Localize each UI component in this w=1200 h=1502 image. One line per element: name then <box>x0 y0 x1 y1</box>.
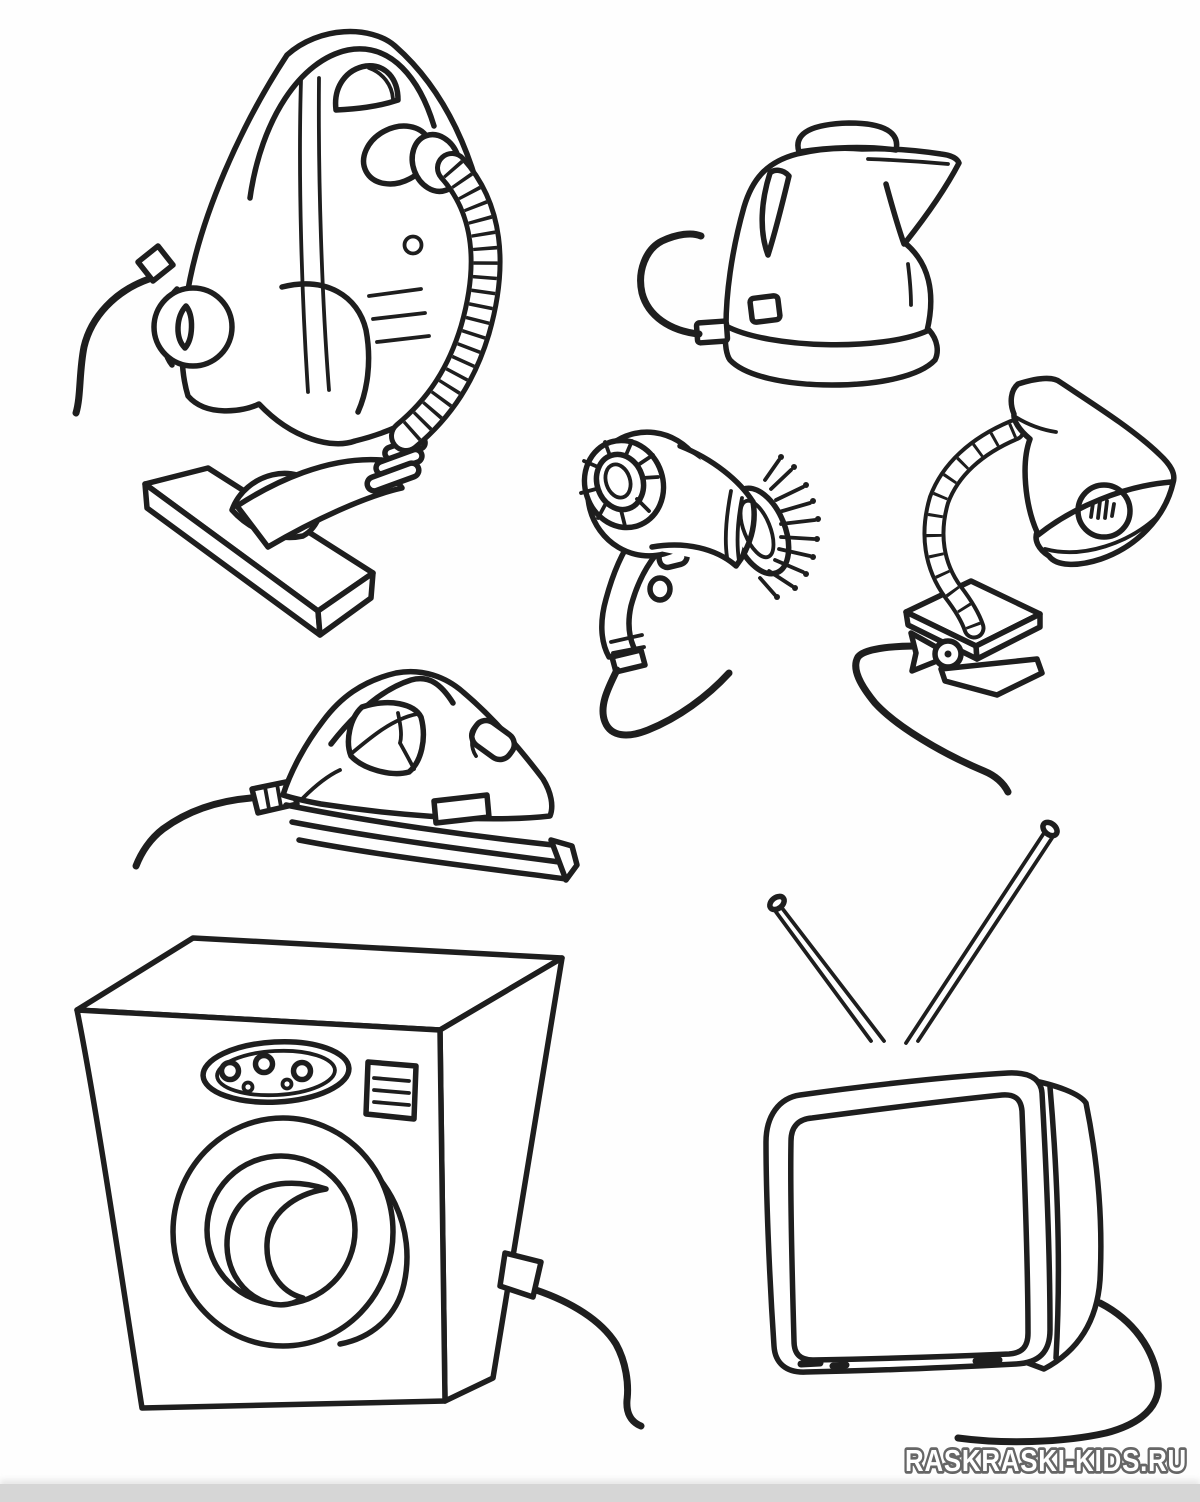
kettle-power-cord <box>637 230 705 338</box>
lamp-gooseneck <box>922 418 1026 640</box>
lamp-rim-band <box>1043 511 1163 554</box>
iron-power-cord <box>132 794 255 870</box>
tv-power-cord <box>954 1299 1162 1446</box>
crt-television-icon <box>763 819 1162 1446</box>
washer-door-crescent <box>224 1180 329 1308</box>
vacuum-seam-lines <box>298 76 331 394</box>
vacuum-hose <box>389 151 503 453</box>
lamp-clip-lower-jaw <box>938 656 1045 698</box>
clip-on-desk-lamp-icon <box>852 375 1177 796</box>
vacuum-front-panel-curve <box>279 281 372 415</box>
lamp-shade <box>1008 375 1177 567</box>
tv-screen <box>787 1092 1031 1363</box>
washer-side-face <box>437 955 565 1404</box>
washing-machine-icon <box>74 935 645 1430</box>
vacuum-cleaner-icon <box>72 28 503 638</box>
washer-panel-buttons <box>218 1052 314 1094</box>
washer-plug <box>497 1250 544 1300</box>
iron-soleplate-lines <box>283 802 569 882</box>
dryer-intake-ribs <box>579 439 660 528</box>
dryer-handle <box>599 533 671 660</box>
electric-kettle-icon <box>637 120 962 388</box>
kettle-base <box>722 325 940 388</box>
tv-antenna-right <box>904 819 1060 1045</box>
vacuum-vent-lines <box>367 287 431 344</box>
vacuum-button <box>402 234 424 256</box>
dryer-power-cord <box>599 666 733 739</box>
vacuum-brush-neck <box>234 456 405 550</box>
tv-front-dashes <box>797 1356 1003 1370</box>
washer-power-cord <box>532 1286 645 1430</box>
kettle-switch <box>747 293 783 325</box>
iron-heel <box>548 837 580 883</box>
tv-antenna-left <box>767 893 886 1043</box>
vacuum-wheel-hub <box>175 303 195 351</box>
vacuum-handle-inner-line <box>247 46 437 201</box>
scan-artifact-band <box>0 1484 1200 1502</box>
watermark-text: RASKRASKI-KIDS.RU <box>905 1443 1187 1478</box>
lamp-filament-marks <box>1089 499 1116 520</box>
iron-handle-hole <box>345 699 427 777</box>
iron-button <box>431 792 492 826</box>
vacuum-cord-socket <box>135 243 176 284</box>
lamp-bulb <box>1075 482 1133 540</box>
dryer-diffuser-pins <box>758 458 817 597</box>
dryer-barrel <box>650 444 756 567</box>
hair-dryer-icon <box>579 429 821 739</box>
kettle-handle-slit <box>759 167 792 258</box>
vacuum-power-cord <box>72 275 153 417</box>
clothes-iron-icon <box>132 668 580 883</box>
dryer-handle-cuff <box>609 647 648 675</box>
kettle-lid <box>795 120 900 155</box>
dryer-pin-tips <box>774 454 821 600</box>
dryer-round-switch <box>647 575 673 603</box>
kettle-spout-line <box>866 157 950 166</box>
lamp-power-cord <box>852 642 1012 796</box>
